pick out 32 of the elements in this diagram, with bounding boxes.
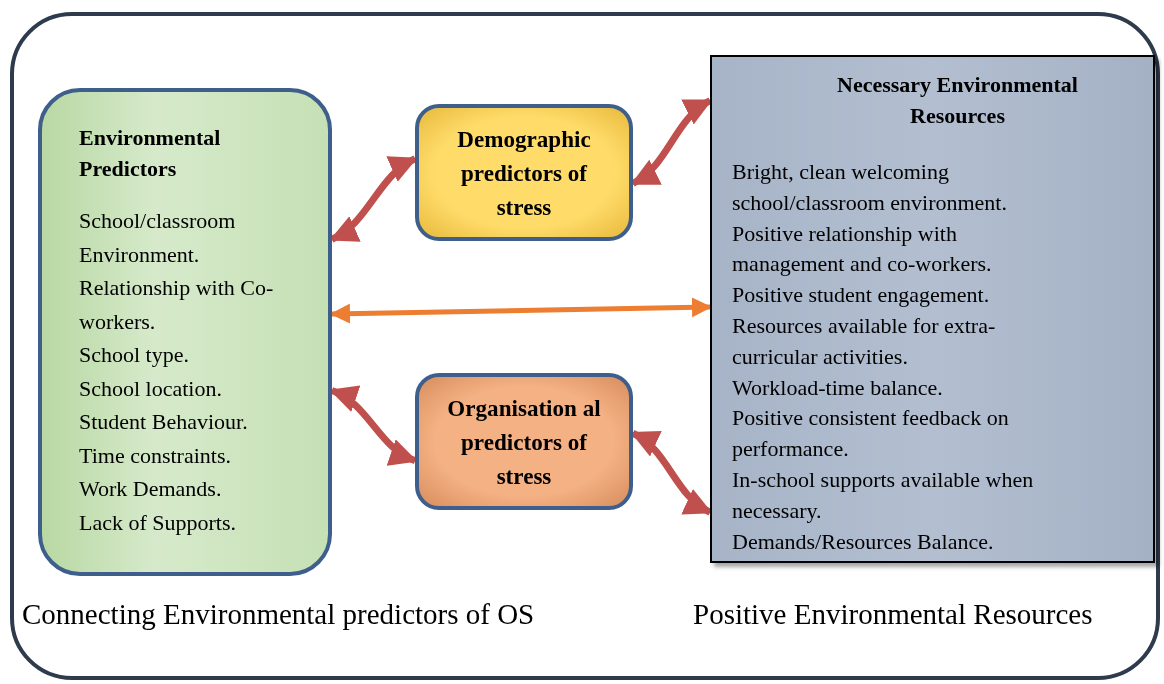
process-box xyxy=(415,373,633,510)
box-heading: Necessary Environmental Resources xyxy=(836,71,1079,130)
list-item: School type. xyxy=(79,341,190,369)
list-item: Demands/Resources Balance. xyxy=(732,527,995,556)
diagram-frame xyxy=(10,12,1160,680)
list-item: Work Demands. xyxy=(79,475,223,503)
double-arrow xyxy=(330,297,712,324)
double-arrow xyxy=(630,97,713,187)
double-arrow xyxy=(329,155,418,243)
double-arrow xyxy=(329,387,418,464)
list-item: Positive relationship with management and co-workers. xyxy=(732,219,993,279)
list-item: Resources available for extra-curricular activities. xyxy=(732,312,997,371)
list-item: School/classroom Environment. xyxy=(79,207,237,269)
box-title: Demographic predictors of stress xyxy=(456,124,592,222)
list-item: In-school supports available when necessary. xyxy=(732,465,1035,525)
list-item: Student Behaviour. xyxy=(79,408,249,436)
process-box xyxy=(415,104,633,241)
double-arrow xyxy=(630,430,713,516)
resource-box xyxy=(710,55,1155,563)
box-heading: Environmental Predictors xyxy=(79,124,222,183)
list-item: Positive student engagement. xyxy=(732,281,991,310)
list-item: Workload-time balance. xyxy=(732,373,944,402)
list-item: Relationship with Co-workers. xyxy=(79,274,275,336)
list-item: Time constraints. xyxy=(79,441,232,470)
section-caption: Connecting Environmental predictors of OS xyxy=(22,598,535,631)
list-item: School location. xyxy=(79,374,223,403)
section-caption: Positive Environmental Resources xyxy=(693,598,1093,631)
list-item: Bright, clean welcoming school/classroom environment. xyxy=(732,158,1008,217)
predictor-box xyxy=(38,88,332,576)
list-item: Lack of Supports. xyxy=(79,508,238,537)
box-title: Organisation al predictors of stress xyxy=(446,393,602,491)
list-item: Positive consistent feedback on performance. xyxy=(732,404,1010,464)
